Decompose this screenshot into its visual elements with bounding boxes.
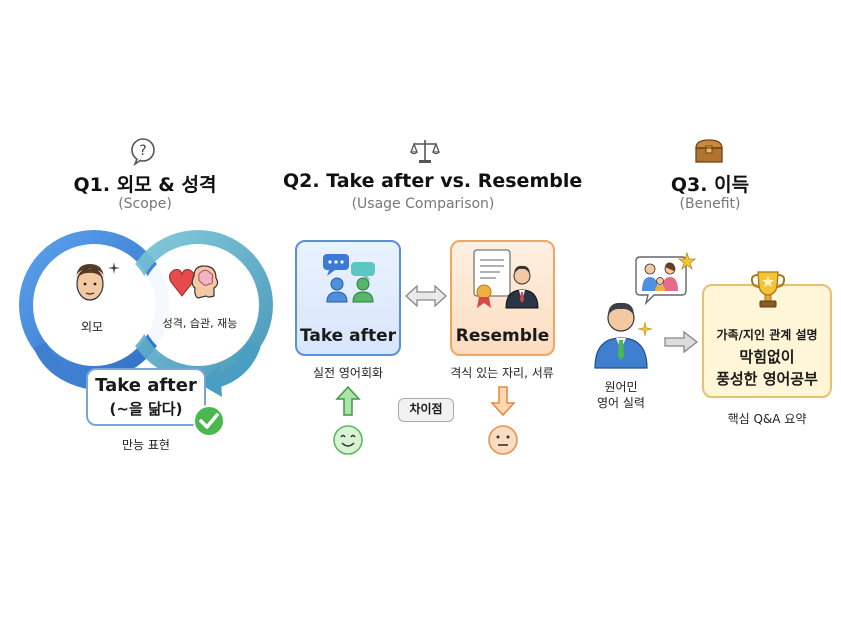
right-caption: 격식 있는 자리, 서류 — [450, 366, 554, 380]
treasure-chest-icon — [695, 139, 723, 163]
benefit-line2: 막힘없이 — [739, 348, 795, 366]
left-caption: 실전 영어회화 — [312, 366, 384, 380]
document-businessman-icon — [473, 249, 539, 309]
check-circle-icon — [193, 405, 225, 437]
sparkle-small-icon — [637, 321, 653, 337]
difference-label: 차이점 — [409, 402, 443, 416]
man-face-icon — [76, 264, 104, 301]
heart-brain-icon — [169, 265, 219, 299]
benefit-line1: 가족/지인 관계 설명 — [716, 328, 818, 342]
benefit-line3: 풍성한 영어공부 — [716, 370, 818, 388]
right-arrow-icon — [664, 330, 699, 354]
sparkle-icon — [108, 262, 120, 274]
smiley-face-icon — [333, 425, 363, 455]
green-up-arrow-icon — [335, 385, 361, 416]
star-icon — [677, 251, 697, 271]
take-after-box-line2: (~을 닮다) — [109, 400, 183, 418]
resemble-card-label: Resemble — [455, 326, 550, 346]
resemble-card: Resemble — [450, 240, 555, 356]
double-arrow-icon — [405, 284, 447, 308]
trophy-icon — [750, 271, 786, 308]
q1-caption: 만능 표현 — [122, 438, 170, 452]
take-after-card: Take after — [295, 240, 401, 356]
q1-title: Q1. 외모 & 성격 — [73, 174, 217, 196]
take-after-card-label: Take after — [299, 326, 397, 346]
q1-subtitle: (Scope) — [118, 196, 172, 212]
difference-badge: 차이점 — [398, 398, 454, 422]
q2-title: Q2. Take after vs. Resemble — [283, 170, 583, 192]
benefit-caption: 핵심 Q&A 요약 — [727, 412, 807, 426]
take-after-box: Take after (~을 닮다) — [86, 368, 206, 426]
circle-right-label: 성격, 습관, 재능 — [162, 317, 238, 330]
q2-subtitle: (Usage Comparison) — [351, 196, 495, 212]
conversation-people-icon — [323, 254, 375, 303]
question-bubble-icon: ? — [131, 138, 155, 167]
take-after-box-line1: Take after — [95, 375, 197, 396]
q3-title: Q3. 이득 — [670, 174, 750, 196]
family-bubble-icon — [635, 256, 687, 306]
q3-subtitle: (Benefit) — [679, 196, 741, 212]
circle-left-label: 외모 — [80, 320, 104, 334]
neutral-face-icon — [488, 425, 518, 455]
person-caption-line2: 영어 실력 — [597, 396, 645, 410]
native-speaker-person-icon — [594, 302, 648, 369]
orange-down-arrow-icon — [490, 386, 516, 417]
person-caption-line1: 원어민 — [604, 380, 638, 394]
svg-text:?: ? — [139, 143, 146, 159]
balance-scale-icon — [410, 140, 440, 163]
